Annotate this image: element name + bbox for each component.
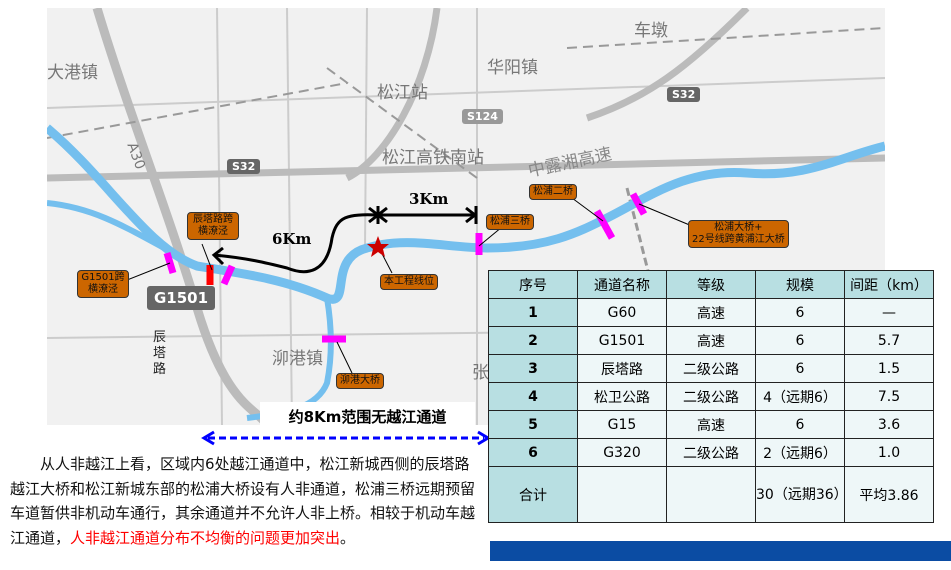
map: 大港镇 松江站 华阳镇 车墩 松江高铁南站 泖港镇 辰塔路 中露湘高速 张 S3…: [47, 8, 885, 425]
col-header: 规模: [755, 270, 845, 299]
table-cell: 2（远期6）: [755, 438, 845, 467]
table-cell: 3.6: [844, 410, 934, 439]
table-cell: 松卫公路: [577, 382, 667, 411]
table-cell: 6: [755, 354, 845, 383]
table-cell: —: [844, 298, 934, 327]
table-cell: [666, 466, 756, 523]
description-paragraph: 从人非越江上看，区域内6处越江通道中，松江新城西侧的辰塔路越江大桥和松江新城东部…: [10, 452, 482, 550]
table-cell: 6: [755, 410, 845, 439]
paragraph-highlight: 人非越江通道分布不均衡的问题更加突出: [70, 528, 341, 547]
table-cell: 6: [755, 326, 845, 355]
road-shield: G1501: [147, 286, 216, 310]
table-cell: 1: [488, 298, 578, 327]
place-label: 车墩: [634, 21, 668, 41]
place-label: 松江站: [377, 83, 428, 103]
table-cell: 1.5: [844, 354, 934, 383]
callout-maogang: 泖港大桥: [336, 373, 384, 389]
col-header: 间距（km）: [844, 270, 934, 299]
place-label: 华阳镇: [487, 58, 538, 78]
table-cell: 6: [755, 298, 845, 327]
table-cell: 二级公路: [666, 438, 756, 467]
table-cell: 二级公路: [666, 354, 756, 383]
no-crossing-label: 约8Km范围无越江通道: [260, 402, 475, 432]
distance-arrows: [211, 206, 478, 274]
place-label: 张: [472, 363, 489, 383]
table-cell: 平均3.86: [844, 466, 934, 523]
callout-songpu3: 松浦三桥: [486, 214, 534, 230]
table-cell: 7.5: [844, 382, 934, 411]
distance-3km: 3Km: [409, 190, 449, 208]
table-cell: 4（远期6）: [755, 382, 845, 411]
callout-chenta: 辰塔路跨横潦泾: [187, 212, 239, 240]
table-total-row: 合计 30（远期36）平均3.86: [488, 466, 934, 523]
callout-project: 本工程线位: [380, 274, 438, 290]
table-cell: G1501: [577, 326, 667, 355]
place-label: 辰塔路: [153, 330, 167, 377]
callout-songpu-bridge: 松浦大桥+ 22号线跨黄浦江大桥: [688, 220, 789, 248]
road-shield: S124: [462, 109, 503, 124]
table-cell: 1.0: [844, 438, 934, 467]
paragraph-text: 从人非越江上看，区域内6处越江通道中，松江新城西侧的辰塔路越江大桥和松江新城东部…: [10, 455, 476, 547]
range-arrow: [201, 430, 491, 446]
col-header: 通道名称: [577, 270, 667, 299]
road-shield: S32: [227, 159, 261, 174]
place-label: 泖港镇: [272, 349, 323, 369]
callout-songpu2: 松浦二桥: [529, 184, 577, 200]
table-cell: 高速: [666, 298, 756, 327]
table-cell: 6: [488, 438, 578, 467]
table-cell: 二级公路: [666, 382, 756, 411]
table-cell: 4: [488, 382, 578, 411]
col-header: 等级: [666, 270, 756, 299]
paragraph-end: 。: [340, 528, 356, 547]
table-cell: 5.7: [844, 326, 934, 355]
col-header: 序号: [488, 270, 578, 299]
bridge-markers: [163, 192, 648, 343]
place-label: 大港镇: [47, 63, 98, 83]
table-cell: 高速: [666, 326, 756, 355]
table-cell: G320: [577, 438, 667, 467]
table-cell: 高速: [666, 410, 756, 439]
table-cell: 3: [488, 354, 578, 383]
table-cell: [577, 466, 667, 523]
place-label: 松江高铁南站: [382, 148, 484, 168]
table-header: 序号通道名称等级规模间距（km）: [488, 270, 934, 299]
table-cell: G60: [577, 298, 667, 327]
project-star: [367, 236, 389, 257]
table-cell: 2: [488, 326, 578, 355]
table-cell: 辰塔路: [577, 354, 667, 383]
road-shield: S32: [667, 87, 701, 102]
table-cell: G15: [577, 410, 667, 439]
distance-6km: 6Km: [272, 230, 312, 248]
map-graphics: [47, 8, 885, 425]
footer-bar: [490, 541, 951, 561]
table-cell: 合计: [488, 466, 578, 523]
table-cell: 5: [488, 410, 578, 439]
callout-g1501: G1501跨横潦泾: [77, 270, 129, 298]
table-cell: 30（远期36）: [755, 466, 848, 523]
